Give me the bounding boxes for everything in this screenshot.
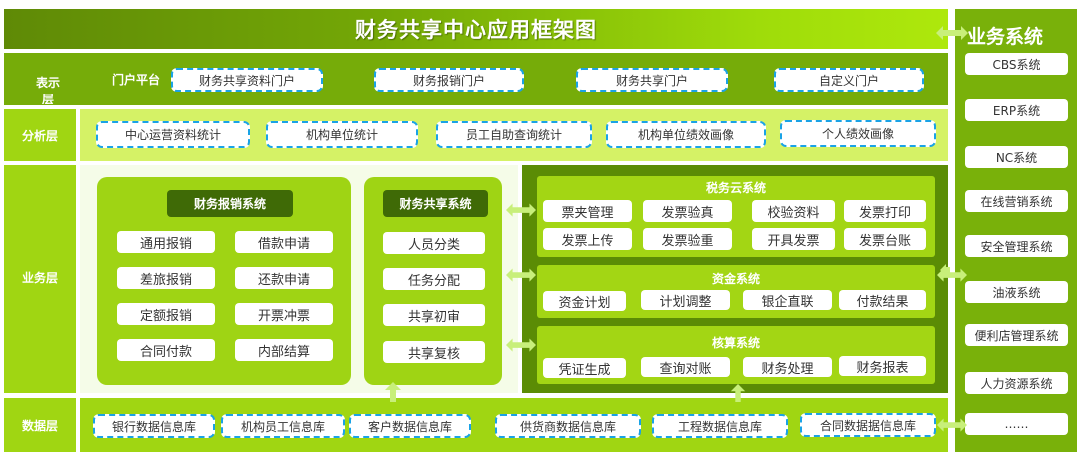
fund-item[interactable]: 资金计划 — [543, 291, 626, 311]
expense-item[interactable]: 差旅报销 — [117, 267, 215, 289]
expense-item[interactable]: 合同付款 — [117, 339, 215, 361]
data-layer-label: 数据层 — [21, 419, 58, 433]
analysis-item[interactable]: 机构单位绩效画像 — [606, 121, 766, 148]
tax-item[interactable]: 发票验真 — [643, 200, 732, 222]
business-layer-label-cell: 业务层 — [4, 165, 76, 393]
shared-item[interactable]: 任务分配 — [383, 268, 485, 290]
business-systems-title: 业务系统 — [967, 26, 1044, 48]
shared-item[interactable]: 共享复核 — [383, 341, 485, 363]
accounting-item[interactable]: 凭证生成 — [543, 358, 626, 378]
accounting-item[interactable]: 财务报表 — [839, 356, 926, 376]
analysis-layer-label-cell: 分析层 — [4, 109, 76, 161]
data-store[interactable]: 银行数据信息库 — [93, 414, 215, 438]
fund-item[interactable]: 付款结果 — [839, 290, 926, 310]
business-layer-left: 财务报销系统 通用报销 借款申请 差旅报销 还款申请 定额报销 开票冲票 合同付… — [80, 165, 518, 393]
business-system-item[interactable]: NC系统 — [965, 146, 1068, 168]
arrow-up-icon — [730, 384, 746, 402]
presentation-label-line1: 表示 — [35, 76, 60, 90]
tax-item[interactable]: 发票台账 — [844, 228, 926, 250]
accounting-item[interactable]: 财务处理 — [743, 357, 832, 377]
tax-item[interactable]: 发票上传 — [543, 228, 632, 250]
double-arrow-icon — [936, 26, 968, 40]
double-arrow-icon — [937, 268, 967, 282]
arrow-up-icon — [385, 382, 401, 402]
double-arrow-icon — [506, 268, 536, 282]
analysis-layer: 中心运营资料统计 机构单位统计 员工自助查询统计 机构单位绩效画像 个人绩效画像 — [80, 109, 948, 161]
shared-item[interactable]: 共享初审 — [383, 304, 485, 326]
analysis-item[interactable]: 机构单位统计 — [266, 121, 418, 148]
data-layer: 银行数据信息库 机构员工信息库 客户数据信息库 供货商数据信息库 工程数据信息库… — [80, 398, 948, 452]
portal-expense[interactable]: 财务报销门户 — [374, 68, 524, 92]
tax-item[interactable]: 发票验重 — [643, 228, 732, 250]
diagram-title: 财务共享中心应用框架图 — [355, 18, 597, 42]
fund-item[interactable]: 银企直联 — [743, 290, 832, 310]
expense-item[interactable]: 开票冲票 — [235, 303, 333, 325]
diagram-title-bar: 财务共享中心应用框架图 — [4, 9, 948, 49]
analysis-layer-label: 分析层 — [21, 129, 58, 143]
expense-system-panel: 财务报销系统 通用报销 借款申请 差旅报销 还款申请 定额报销 开票冲票 合同付… — [97, 177, 351, 385]
accounting-system-title: 核算系统 — [711, 336, 760, 350]
portal-platform-label: 门户平台 — [112, 73, 161, 87]
expense-system-title: 财务报销系统 — [167, 190, 293, 217]
analysis-item[interactable]: 个人绩效画像 — [780, 120, 936, 147]
business-system-item[interactable]: 油液系统 — [965, 281, 1068, 303]
expense-item[interactable]: 借款申请 — [235, 231, 333, 253]
data-store[interactable]: 客户数据信息库 — [349, 414, 471, 438]
expense-item[interactable]: 还款申请 — [235, 267, 333, 289]
accounting-item[interactable]: 查询对账 — [641, 357, 730, 377]
fund-system-panel: 资金系统 资金计划 计划调整 银企直联 付款结果 — [537, 265, 935, 318]
data-store[interactable]: 工程数据信息库 — [652, 414, 788, 438]
presentation-layer: 表示 层 门户平台 财务共享资料门户 财务报销门户 财务共享门户 自定义门户 — [4, 53, 948, 105]
expense-item[interactable]: 通用报销 — [117, 231, 215, 253]
analysis-item[interactable]: 员工自助查询统计 — [436, 121, 592, 148]
accounting-system-panel: 核算系统 凭证生成 查询对账 财务处理 财务报表 — [537, 326, 935, 384]
shared-system-title: 财务共享系统 — [383, 190, 488, 217]
business-system-item[interactable]: …… — [965, 413, 1068, 435]
business-system-item[interactable]: ERP系统 — [965, 99, 1068, 121]
tax-item[interactable]: 发票打印 — [844, 200, 926, 222]
business-system-item[interactable]: 安全管理系统 — [965, 235, 1068, 257]
fund-item[interactable]: 计划调整 — [641, 290, 730, 310]
presentation-layer-label: 表示 层 — [28, 72, 68, 104]
double-arrow-icon — [937, 418, 967, 432]
double-arrow-icon — [506, 203, 536, 217]
data-store[interactable]: 供货商数据信息库 — [495, 414, 641, 438]
data-store[interactable]: 合同数据据信息库 — [800, 413, 936, 437]
expense-item[interactable]: 内部结算 — [235, 339, 333, 361]
tax-cloud-system-panel: 税务云系统 票夹管理 发票验真 校验资料 发票打印 发票上传 发票验重 开具发票… — [537, 176, 935, 257]
business-system-item[interactable]: 人力资源系统 — [965, 372, 1068, 394]
tax-cloud-system-title: 税务云系统 — [705, 181, 766, 195]
portal-finance-shared[interactable]: 财务共享门户 — [576, 68, 728, 92]
portal-custom[interactable]: 自定义门户 — [774, 68, 924, 92]
business-layer-label: 业务层 — [21, 271, 58, 285]
shared-item[interactable]: 人员分类 — [383, 232, 485, 254]
arrow-left-icon — [940, 264, 950, 276]
tax-item[interactable]: 校验资料 — [752, 200, 835, 222]
presentation-label-line2: 层 — [41, 94, 54, 104]
business-system-item[interactable]: 在线营销系统 — [965, 190, 1068, 212]
expense-item[interactable]: 定额报销 — [117, 303, 215, 325]
double-arrow-icon — [506, 338, 536, 352]
business-system-item[interactable]: CBS系统 — [965, 53, 1068, 75]
tax-item[interactable]: 票夹管理 — [543, 200, 632, 222]
portal-finance-shared-data[interactable]: 财务共享资料门户 — [171, 68, 323, 92]
shared-system-panel: 财务共享系统 人员分类 任务分配 共享初审 共享复核 — [364, 177, 502, 385]
business-system-item[interactable]: 便利店管理系统 — [965, 324, 1068, 346]
analysis-item[interactable]: 中心运营资料统计 — [96, 121, 250, 148]
data-layer-label-cell: 数据层 — [4, 398, 76, 452]
business-layer-right: 税务云系统 票夹管理 发票验真 校验资料 发票打印 发票上传 发票验重 开具发票… — [522, 165, 948, 393]
data-store[interactable]: 机构员工信息库 — [221, 414, 345, 438]
tax-item[interactable]: 开具发票 — [752, 228, 835, 250]
fund-system-title: 资金系统 — [711, 272, 760, 286]
